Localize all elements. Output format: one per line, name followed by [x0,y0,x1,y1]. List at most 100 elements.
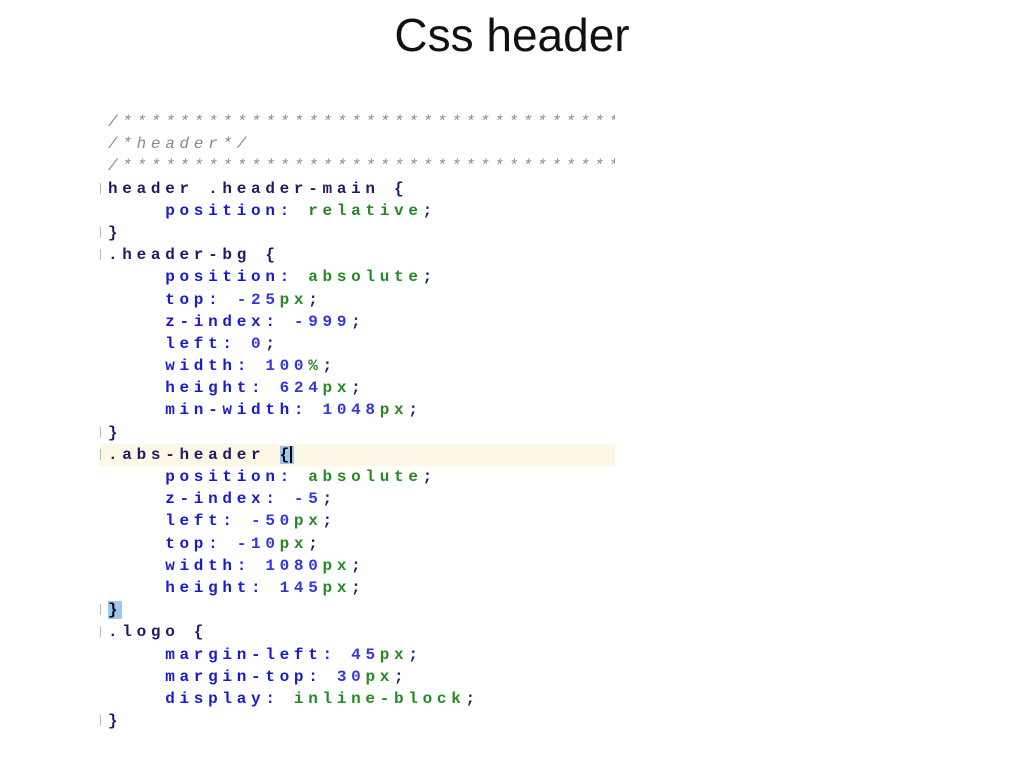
code-line[interactable]: /*header*/ [100,133,615,155]
code-token-punc: ; [308,534,323,553]
code-token-punc: ; [408,645,423,664]
code-line[interactable]: z-index: -5; [100,488,615,510]
code-line[interactable]: display: inline-block; [100,688,615,710]
code-line[interactable]: position: absolute; [100,266,615,288]
code-token-sel: .abs-header [108,445,280,464]
code-token-punc: ; [265,334,280,353]
code-token-sel: } [108,423,123,442]
code-token-brace-hl: } [108,601,123,620]
code-token-unit: px [279,534,309,553]
code-editor[interactable]: /************************************* /*… [100,111,615,736]
fold-marker[interactable] [100,448,103,460]
fold-marker[interactable] [100,182,103,194]
code-token-unit: px [293,512,323,531]
code-token-prop: margin-top: [108,667,337,686]
code-token-val: relative [308,201,423,220]
code-token-num: -5 [293,490,323,509]
code-token-num: 1080 [265,556,323,575]
code-line[interactable]: min-width: 1048px; [100,399,615,421]
code-token-sel: .header-bg { [108,246,280,265]
code-token-punc: ; [351,556,366,575]
code-line[interactable]: .header-bg { [100,244,615,266]
code-line[interactable]: width: 100%; [100,355,615,377]
code-token-prop: top: [108,290,237,309]
code-token-punc: ; [422,268,437,287]
code-token-unit: px [365,667,395,686]
fold-marker[interactable] [100,626,103,638]
code-line[interactable]: header .header-main { [100,178,615,200]
code-token-num: 624 [279,379,323,398]
code-token-sel: } [108,712,123,731]
code-line[interactable]: top: -25px; [100,289,615,311]
code-token-prop: z-index: [108,312,294,331]
code-line[interactable]: top: -10px; [100,533,615,555]
code-line[interactable]: } [100,422,615,444]
code-line[interactable]: margin-top: 30px; [100,666,615,688]
code-token-num: 145 [279,578,323,597]
code-token-punc: ; [322,490,337,509]
code-line[interactable]: /************************************* [100,155,615,177]
code-line[interactable]: margin-left: 45px; [100,644,615,666]
code-token-val: absolute [308,268,423,287]
code-token-unit: px [322,379,352,398]
code-token-num: -25 [236,290,280,309]
code-line[interactable]: } [100,710,615,732]
code-token-sel: .logo { [108,623,209,642]
code-line[interactable]: width: 1080px; [100,555,615,577]
code-token-num: 100 [265,357,309,376]
code-token-punc: ; [322,512,337,531]
code-line[interactable]: height: 145px; [100,577,615,599]
fold-marker[interactable] [100,715,103,727]
code-token-unit: px [379,645,409,664]
code-token-punc: ; [422,201,437,220]
code-token-unit: px [322,578,352,597]
code-token-punc: ; [422,468,437,486]
code-token-val: absolute [308,468,423,486]
code-token-sel: header .header-main { [108,179,409,198]
code-token-prop: width: [108,357,266,376]
code-line[interactable]: left: -50px; [100,510,615,532]
code-token-prop: left: [108,512,252,531]
slide-title: Css header [394,9,630,61]
code-token-punc: ; [408,401,423,420]
code-token-prop: min-width: [108,401,323,420]
code-token-prop: position: [108,201,309,220]
code-token-unit: px [279,290,309,309]
code-line[interactable]: height: 624px; [100,377,615,399]
code-token-prop: position: [108,268,309,287]
fold-marker[interactable] [100,604,103,616]
code-token-prop: position: [108,468,309,486]
code-line[interactable]: position: absolute; [100,466,615,488]
code-line[interactable]: .logo { [100,621,615,643]
code-token-punc: ; [351,312,366,331]
code-token-num: 30 [336,667,366,686]
text-cursor [289,446,292,464]
code-token-punc: ; [308,290,323,309]
code-token-comment: /************************************* [108,157,615,176]
code-token-num: -999 [293,312,352,331]
code-token-num: 0 [251,334,266,353]
code-token-sel: } [108,223,123,242]
code-token-prop: height: [108,379,280,398]
code-line-current[interactable]: .abs-header { [100,443,615,466]
code-token-punc: ; [465,689,480,708]
code-token-unit: px [379,401,409,420]
code-token-prop: top: [108,534,237,553]
code-token-num: -10 [236,534,280,553]
code-line[interactable]: position: relative; [100,200,615,222]
code-token-unit: % [308,357,323,376]
code-token-punc: ; [351,578,366,597]
code-line[interactable]: /************************************* [100,111,615,133]
code-token-num: -50 [251,512,294,531]
code-token-prop: width: [108,556,266,575]
code-line[interactable]: } [100,599,615,621]
code-line[interactable]: } [100,222,615,244]
fold-marker[interactable] [100,426,103,438]
code-line[interactable]: left: 0; [100,333,615,355]
code-token-unit: px [322,556,352,575]
fold-marker[interactable] [100,249,103,261]
code-line[interactable]: z-index: -999; [100,311,615,333]
code-token-comment: /*header*/ [108,135,252,154]
code-token-prop: height: [108,578,280,597]
fold-marker[interactable] [100,226,103,238]
